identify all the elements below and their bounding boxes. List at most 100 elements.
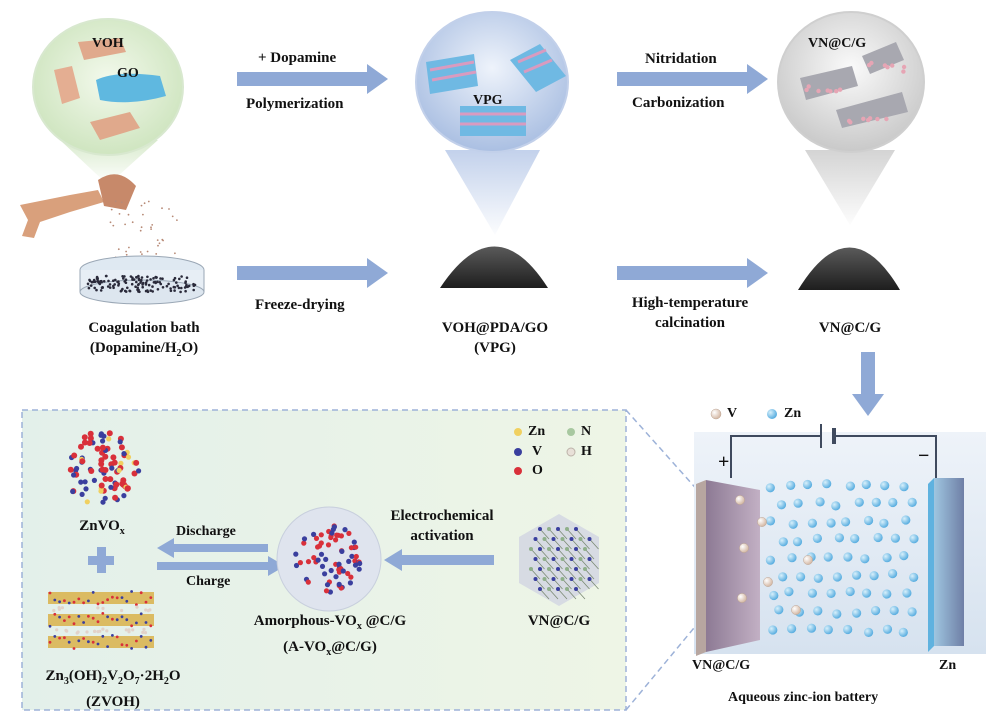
particle <box>319 563 326 570</box>
particle <box>875 116 880 122</box>
legend-h: H <box>581 444 592 459</box>
particle <box>154 281 157 285</box>
particle <box>143 631 148 635</box>
particle <box>901 69 906 74</box>
particle <box>787 624 797 634</box>
voh-flake <box>78 38 126 60</box>
particle <box>173 276 177 280</box>
particle <box>327 589 333 595</box>
v-atom-swatch <box>514 448 522 456</box>
arrow-polymerization <box>237 64 388 94</box>
particle <box>126 286 129 290</box>
particle <box>136 286 139 290</box>
particle <box>154 275 157 279</box>
particle <box>301 540 307 546</box>
particle <box>99 466 106 473</box>
lattice-bond <box>535 538 545 550</box>
lattice-bond <box>562 578 572 590</box>
lattice-bond <box>539 588 550 600</box>
particle <box>301 536 308 542</box>
particle <box>845 481 856 491</box>
lattice-bond <box>548 588 559 600</box>
particle <box>136 468 142 474</box>
particle <box>118 460 124 466</box>
particle <box>315 557 321 563</box>
particle <box>113 283 116 286</box>
legend-v: V <box>532 444 543 459</box>
particle <box>96 602 100 606</box>
activation-line1: Electrochemical <box>390 508 494 524</box>
go-label: GO <box>117 66 139 81</box>
particle <box>325 542 332 548</box>
particle <box>899 482 909 492</box>
particle <box>139 612 143 616</box>
particle <box>873 532 883 543</box>
znvox-cluster <box>67 430 142 505</box>
legend-o: O <box>532 463 543 478</box>
particle <box>846 118 852 124</box>
particle <box>92 278 96 282</box>
particle <box>551 557 556 561</box>
particle <box>547 567 551 571</box>
particle <box>133 459 140 466</box>
particle <box>111 459 118 466</box>
particle <box>74 465 80 472</box>
particle <box>67 601 71 605</box>
particle <box>87 614 90 618</box>
particle <box>890 63 895 68</box>
particle <box>556 527 560 531</box>
particle <box>100 438 106 444</box>
particle <box>556 547 560 551</box>
particle <box>889 605 899 616</box>
particle <box>139 635 143 638</box>
h-atom-swatch <box>566 447 576 457</box>
activation-line2: activation <box>410 528 474 544</box>
particle <box>72 622 76 626</box>
particle <box>134 285 137 289</box>
particle <box>102 280 106 283</box>
particle <box>832 572 843 582</box>
particle <box>58 600 61 604</box>
particle <box>121 451 127 457</box>
particle <box>109 465 115 471</box>
particle <box>106 436 112 442</box>
particle <box>169 287 172 290</box>
o-atom-swatch <box>514 467 522 475</box>
particle <box>587 537 592 541</box>
particle <box>864 627 874 638</box>
particle <box>293 551 299 557</box>
particle <box>96 620 100 624</box>
voh-flake <box>90 112 140 140</box>
particle <box>91 477 97 483</box>
vncg-particles <box>804 60 907 125</box>
particle <box>574 567 578 571</box>
lattice-bond <box>566 568 577 580</box>
particle <box>898 627 908 638</box>
vncg-inset-label: VN@C/G <box>808 36 867 51</box>
particle <box>763 577 773 587</box>
particle <box>101 606 105 611</box>
particle <box>142 627 146 632</box>
particle <box>63 599 66 603</box>
particle <box>63 636 66 640</box>
legend-n: N <box>581 424 592 439</box>
particle <box>807 588 818 598</box>
zvoh-layer <box>48 592 154 604</box>
particle <box>328 567 334 574</box>
anode-label: Zn <box>939 658 957 673</box>
arrow-freeze-drying <box>237 258 388 288</box>
particle <box>110 208 113 211</box>
particle <box>578 557 583 561</box>
zoom-cone <box>445 150 540 235</box>
particle <box>125 643 129 647</box>
particle <box>547 587 551 591</box>
particle <box>141 283 144 286</box>
particle <box>336 581 342 588</box>
lattice-bond <box>575 568 586 580</box>
zvoh-label: Zn3(OH)2V2O7·2H2O (ZVOH) <box>28 666 198 712</box>
particle <box>60 606 64 610</box>
lattice-bond <box>557 548 568 560</box>
particle <box>48 624 52 628</box>
particle <box>108 286 112 289</box>
particle <box>184 285 188 289</box>
